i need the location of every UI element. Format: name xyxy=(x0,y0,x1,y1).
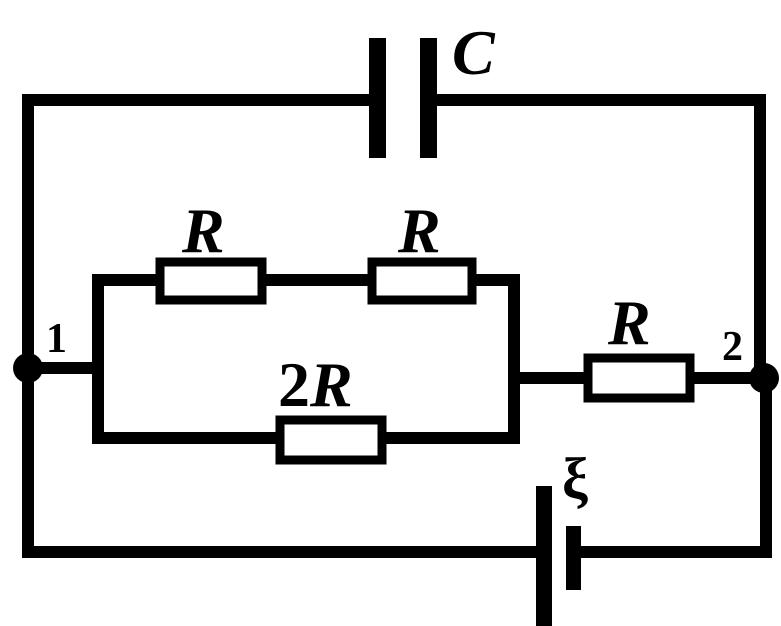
wire-top-right xyxy=(424,94,766,384)
source-label: ξ xyxy=(562,446,588,511)
source-plate-long xyxy=(536,486,552,626)
node-2-dot xyxy=(749,363,779,393)
emf-source xyxy=(536,486,581,626)
resistor-middle-coefficient: 2 xyxy=(278,349,310,420)
wire-bottom-left xyxy=(22,362,546,558)
source-plate-short xyxy=(566,526,581,590)
resistor-right-label: R xyxy=(607,287,651,358)
resistor-top-right-label: R xyxy=(397,195,441,266)
resistor-middle-label: 2R xyxy=(278,349,353,420)
node-2-label: 2 xyxy=(722,324,743,370)
resistor-right xyxy=(583,353,695,403)
node-1-label: 1 xyxy=(46,316,67,362)
resistor-top-left xyxy=(155,257,267,305)
capacitor-plate-right xyxy=(420,38,437,158)
capacitor-label: C xyxy=(452,17,496,88)
resistor-top-right xyxy=(367,257,477,305)
resistor-middle-symbol: R xyxy=(309,349,353,420)
capacitor xyxy=(369,38,437,158)
node-1-dot xyxy=(13,353,43,383)
wire-bottom-right xyxy=(566,372,772,558)
resistor-top-left-label: R xyxy=(181,195,225,266)
resistor-middle xyxy=(275,415,387,465)
capacitor-plate-left xyxy=(369,38,386,158)
wire-top-left xyxy=(22,94,381,374)
